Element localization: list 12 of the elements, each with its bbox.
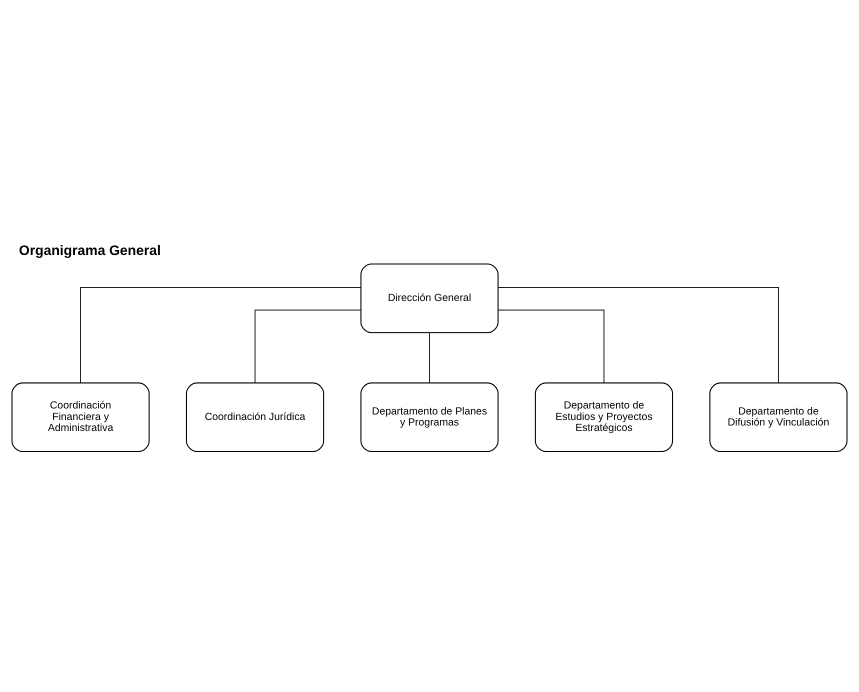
node-box: Departamento de Estudios y Proyectos Estratégicos (534, 382, 674, 452)
node-box: Departamento de Difusión y Vinculación (709, 382, 848, 452)
node-box: Departamento de Planes y Programas (360, 382, 499, 452)
node-box: Coordinación Jurídica (186, 382, 324, 452)
connector (498, 309, 604, 383)
diagram-title: Organigrama General (18, 242, 161, 258)
connector (254, 309, 362, 383)
node-box: Dirección General (360, 263, 499, 333)
connector (80, 286, 361, 383)
connector (429, 332, 430, 383)
node-box: Coordinación Financiera y Administrativa (11, 382, 150, 452)
connector (498, 286, 779, 383)
